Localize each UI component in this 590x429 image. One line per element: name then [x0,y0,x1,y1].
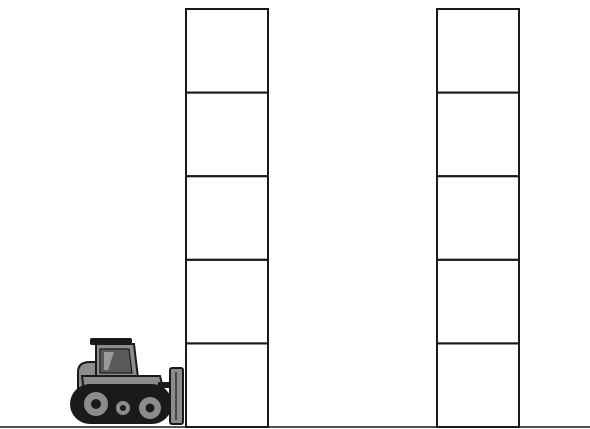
bulldozer-hub-front [146,404,155,413]
stack-box [186,93,268,177]
right-stack [437,9,519,427]
box-stacks [186,9,519,427]
stack-box [437,343,519,427]
bulldozer-hub-mid [120,405,126,411]
stack-box [437,176,519,260]
left-stack [186,9,268,427]
stack-box [437,260,519,344]
bulldozer-hub-rear [91,399,101,409]
stack-box [437,93,519,177]
stack-box [186,260,268,344]
stack-box [186,176,268,260]
bulldozer-icon [70,338,183,424]
bulldozer-roof [90,338,132,345]
stack-box [437,9,519,93]
stack-box [186,9,268,93]
stack-box [186,343,268,427]
